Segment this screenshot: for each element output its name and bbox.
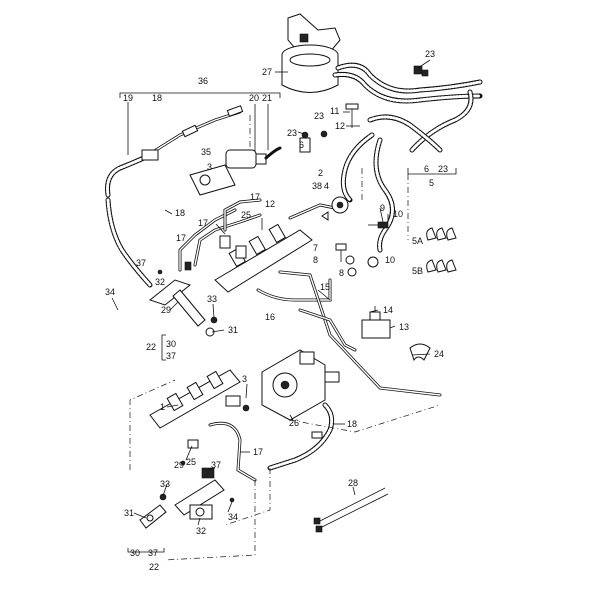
label-22: 22: [146, 342, 156, 352]
clip-23-upper: [413, 65, 429, 77]
label-17: 17: [253, 447, 263, 457]
leader-lines: [111, 59, 431, 526]
label-10: 10: [385, 255, 395, 265]
injector-left-lower: [139, 467, 235, 529]
label-28-cable-ties: 28: [348, 478, 358, 488]
label-5B-clips: 5B: [412, 266, 423, 276]
label-7: 7: [313, 243, 318, 253]
label-25: 25: [186, 457, 196, 467]
label-32: 32: [155, 277, 165, 287]
label-31: 31: [124, 508, 134, 518]
label-23-clip: 23: [425, 49, 435, 59]
bolt-7-washer-8: [335, 243, 379, 277]
parts-25-29-lower: [180, 439, 199, 466]
clip-24: [409, 343, 431, 362]
callout-labels: 23 27 36 19 18 20 21 11 23 12 23 6 35 6 …: [105, 49, 448, 572]
label-1: 1: [160, 402, 165, 412]
label-5A-clips: 5A: [412, 236, 423, 246]
label-8: 8: [313, 255, 318, 265]
injector-left-upper: [148, 261, 218, 337]
label-26-pump: 26: [289, 418, 299, 428]
label-18: 18: [152, 93, 162, 103]
label-23: 23: [314, 111, 324, 121]
label-19: 19: [123, 93, 133, 103]
label-15: 15: [320, 282, 330, 292]
label-24-clip: 24: [434, 349, 444, 359]
label-16: 16: [265, 312, 275, 322]
label-17: 17: [176, 233, 186, 243]
fuel-filter-housing: [281, 13, 341, 93]
clips-5B: [426, 259, 457, 273]
sensor-3-lower: [225, 395, 250, 412]
label-6: 6: [424, 164, 429, 174]
label-37: 37: [136, 258, 146, 268]
label-3: 3: [207, 162, 212, 172]
sensor-3-top: [299, 131, 311, 153]
label-13-sensor: 13: [399, 322, 409, 332]
label-35-bracket: 35: [201, 147, 211, 157]
label-11-bolt: 11: [330, 106, 339, 116]
label-29: 29: [174, 460, 184, 470]
label-38-regulator: 38: [312, 181, 322, 191]
bolt-11: [345, 103, 359, 128]
label-32: 32: [196, 526, 206, 536]
high-pressure-pump: [261, 349, 340, 421]
clips-5A: [426, 227, 457, 241]
fuel-rail-lower: [149, 369, 241, 429]
pressure-regulator-38: [321, 196, 349, 221]
label-30: 30: [130, 548, 140, 558]
cable-ties-28: [313, 487, 389, 533]
label-21: 21: [262, 93, 272, 103]
label-17: 17: [198, 218, 208, 228]
fuel-line-assembly-36: [105, 105, 244, 288]
label-9: 9: [380, 203, 385, 213]
label-30: 30: [166, 339, 176, 349]
group-bracket-22-upper: [161, 334, 166, 361]
label-8: 8: [339, 268, 344, 278]
label-27-filter: 27: [262, 67, 272, 77]
label-12: 12: [335, 121, 345, 131]
label-6: 6: [299, 140, 304, 150]
label-36-assembly: 36: [198, 76, 208, 86]
label-2: 2: [318, 168, 323, 178]
group-bracket-6-23-5: [407, 168, 457, 175]
label-34: 34: [228, 512, 238, 522]
label-10: 10: [393, 209, 403, 219]
return-lines-15-16: [256, 270, 442, 397]
label-29: 29: [161, 305, 171, 315]
label-33: 33: [207, 294, 217, 304]
injector-lines-upper: [178, 198, 262, 272]
fuel-hoses-upper: [332, 62, 483, 253]
lines-17-18-lower: [208, 402, 335, 482]
label-14: 14: [383, 305, 393, 315]
label-37: 37: [148, 548, 158, 558]
bracket-35: [189, 164, 236, 196]
clip-23-mid: [320, 130, 328, 138]
label-31: 31: [228, 325, 238, 335]
connection-lines: [129, 115, 441, 561]
label-18: 18: [347, 419, 357, 429]
label-17: 17: [250, 192, 260, 202]
valve-20: [225, 146, 282, 169]
label-37: 37: [211, 460, 221, 470]
label-4: 4: [324, 181, 329, 191]
label-37: 37: [166, 351, 176, 361]
label-12: 12: [265, 199, 275, 209]
screw-9-10: [368, 221, 389, 229]
label-3: 3: [242, 374, 247, 384]
label-18: 18: [175, 208, 185, 218]
label-23: 23: [287, 128, 297, 138]
label-20: 20: [249, 93, 259, 103]
label-33: 33: [160, 479, 170, 489]
label-23: 23: [438, 164, 448, 174]
label-25: 25: [241, 210, 251, 220]
group-bracket-36: [119, 92, 281, 98]
label-22: 22: [149, 562, 159, 572]
label-34: 34: [105, 287, 115, 297]
label-5: 5: [429, 178, 434, 188]
fuel-rail-upper: [214, 203, 337, 293]
group-bracket-22-lower: [127, 548, 165, 553]
